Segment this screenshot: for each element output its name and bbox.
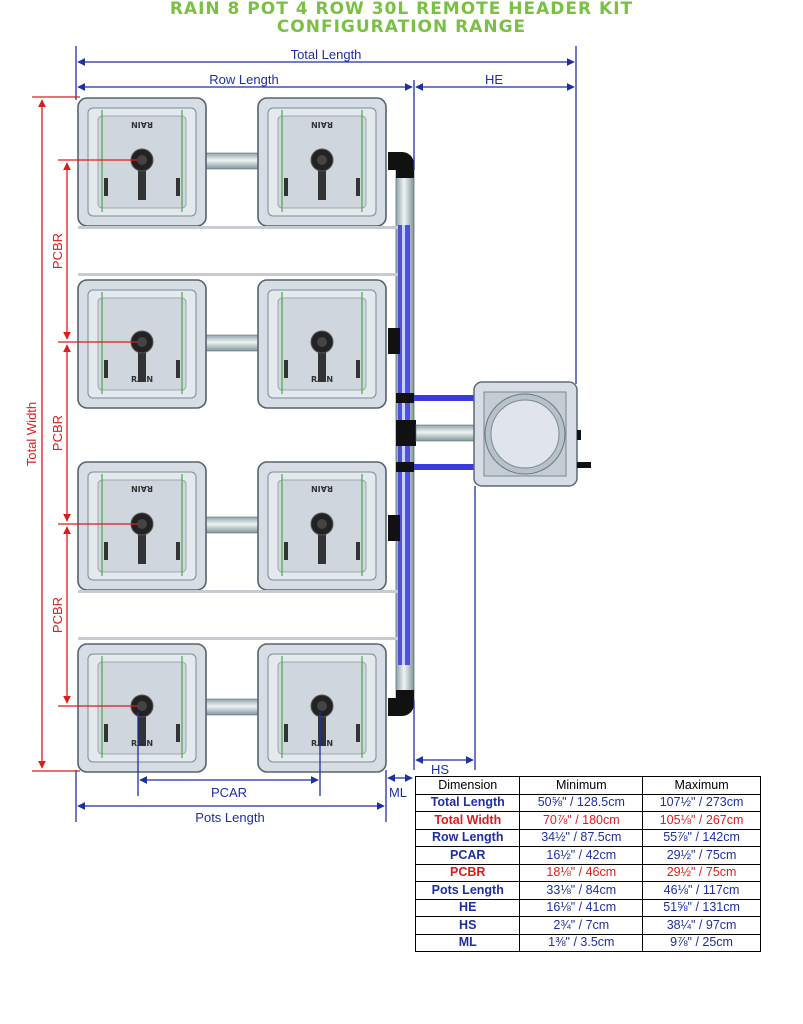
row-min: 50⅝" / 128.5cm <box>519 793 644 812</box>
row-max: 51⅝" / 131cm <box>642 898 761 917</box>
red-dimension-lines <box>32 96 138 772</box>
pot: RAIN <box>257 643 387 773</box>
row-min: 16⅛" / 41cm <box>519 898 644 917</box>
pot: RAIN <box>77 279 207 409</box>
pot: RAIN <box>77 97 207 227</box>
pot-connector-pipe <box>204 334 261 352</box>
row-max: 107½" / 273cm <box>642 793 761 812</box>
row-name: PCAR <box>414 846 521 865</box>
dimension-lines <box>75 46 577 822</box>
table-header-minimum: Minimum <box>519 776 644 795</box>
row-name: Row Length <box>414 828 521 847</box>
row-max: 29½" / 75cm <box>642 846 761 865</box>
pot-brand-label: RAIN <box>131 120 153 129</box>
label-total-width: Total Width <box>24 402 39 466</box>
row-name: HS <box>414 916 521 935</box>
row-min: 33⅛" / 84cm <box>519 881 644 900</box>
row-name: PCBR <box>414 863 521 882</box>
row-max: 46⅛" / 117cm <box>642 881 761 900</box>
pot-brand-label: RAIN <box>311 739 333 748</box>
row-min: 34½" / 87.5cm <box>519 828 644 847</box>
row-max: 105⅛" / 267cm <box>642 811 761 830</box>
pot-brand-label: RAIN <box>311 375 333 384</box>
row-lines <box>78 226 398 640</box>
row-name: Total Length <box>414 793 521 812</box>
pot-brand-label: RAIN <box>311 484 333 493</box>
pot: RAIN <box>257 279 387 409</box>
pot: RAIN <box>77 461 207 591</box>
row-min: 18⅛" / 46cm <box>519 863 644 882</box>
reservoir-feed-lines <box>414 395 481 470</box>
pot-brand-label: RAIN <box>131 484 153 493</box>
pot-brand-label: RAIN <box>131 375 153 384</box>
pots-group: RAIN RAIN RAIN RAIN RAIN RAIN RAIN RAIN <box>77 97 387 773</box>
table-header-dimension: Dimension <box>414 776 521 795</box>
row-min: 2¾" / 7cm <box>519 916 644 935</box>
row-max: 9⅞" / 25cm <box>642 933 761 952</box>
pot-connector-pipe <box>204 152 261 170</box>
label-pcar: PCAR <box>211 785 247 800</box>
table-header-maximum: Maximum <box>642 776 761 795</box>
bottom-elbow <box>388 690 414 716</box>
row-max: 38¼" / 97cm <box>642 916 761 935</box>
label-total-length: Total Length <box>291 47 362 62</box>
pot: RAIN <box>77 643 207 773</box>
row-name: Total Width <box>414 811 521 830</box>
label-ml: ML <box>389 785 407 800</box>
label-he: HE <box>485 72 503 87</box>
row-min: 70⅞" / 180cm <box>519 811 644 830</box>
diagram-title: RAIN 8 POT 4 ROW 30L REMOTE HEADER KIT C… <box>0 0 803 36</box>
pot: RAIN <box>257 97 387 227</box>
title-line-2: CONFIGURATION RANGE <box>276 17 527 37</box>
label-pcbr-2: PCBR <box>50 415 65 451</box>
label-pcbr-3: PCBR <box>50 597 65 633</box>
row-min: 1⅜" / 3.5cm <box>519 933 644 952</box>
label-pots-length: Pots Length <box>195 810 264 825</box>
pot-connector-pipe <box>204 516 261 534</box>
top-elbow <box>388 152 414 178</box>
label-pcbr-1: PCBR <box>50 233 65 269</box>
row-name: Pots Length <box>414 881 521 900</box>
label-row-length: Row Length <box>209 72 278 87</box>
label-hs: HS <box>431 762 449 777</box>
row-max: 55⅞" / 142cm <box>642 828 761 847</box>
pot: RAIN <box>257 461 387 591</box>
pot-brand-label: RAIN <box>311 120 333 129</box>
pot-brand-label: RAIN <box>131 739 153 748</box>
pot-connector-pipe <box>204 698 261 716</box>
header-connectors <box>388 328 416 541</box>
row-min: 16½" / 42cm <box>519 846 644 865</box>
title-line-1: RAIN 8 POT 4 ROW 30L REMOTE HEADER KIT <box>169 0 634 19</box>
reservoir <box>473 381 591 487</box>
row-name: HE <box>414 898 521 917</box>
row-max: 29½" / 75cm <box>642 863 761 882</box>
row-name: ML <box>414 933 521 952</box>
